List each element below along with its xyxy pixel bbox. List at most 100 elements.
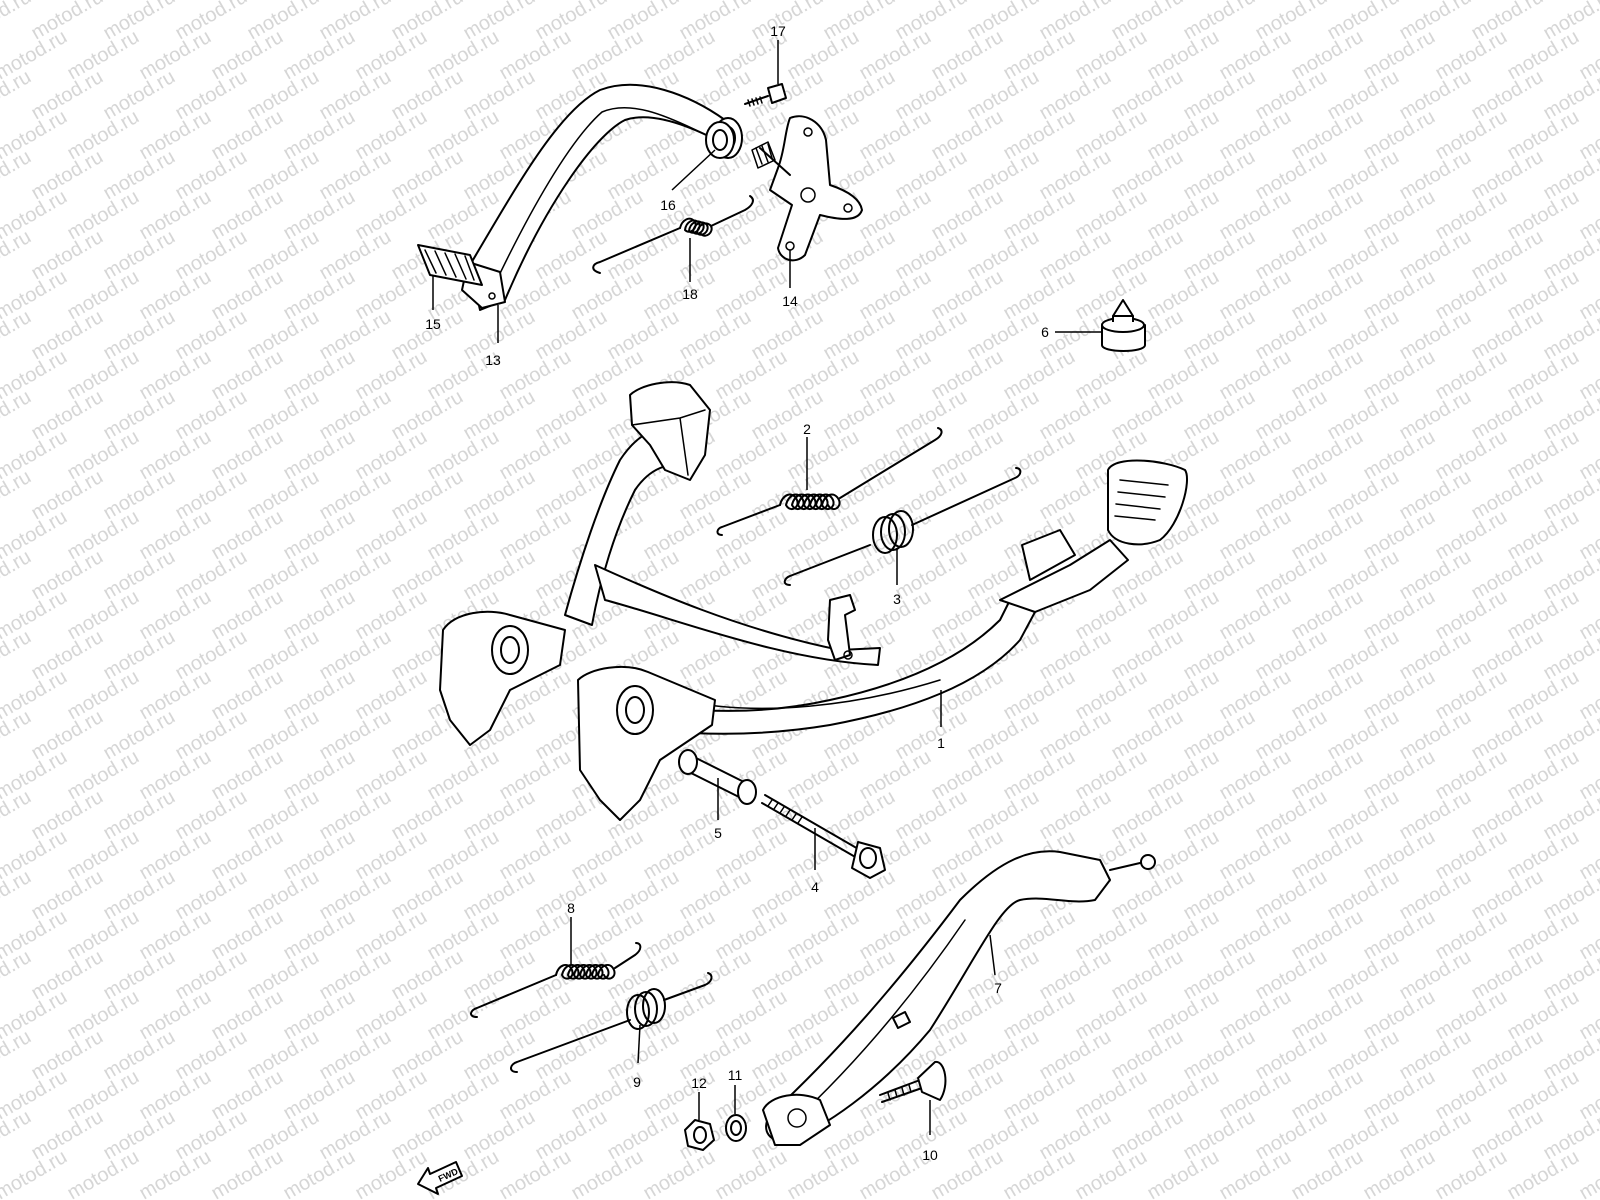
watermark-text: motod.ru <box>100 866 179 925</box>
watermark-text: motod.ru <box>136 186 215 245</box>
bolt-17 <box>744 83 787 107</box>
watermark-text: motod.ru <box>496 346 575 405</box>
watermark-text: motod.ru <box>64 26 143 85</box>
watermark-text: motod.ru <box>856 266 935 325</box>
watermark-text: motod.ru <box>1108 226 1187 285</box>
watermark-text: motod.ru <box>64 266 143 325</box>
watermark-text: motod.ru <box>964 386 1043 445</box>
watermark-text: motod.ru <box>1072 586 1151 645</box>
watermark-text: motod.ru <box>496 746 575 805</box>
watermark-text: motod.ru <box>1288 186 1367 245</box>
watermark-text: motod.ru <box>1468 66 1547 125</box>
watermark-text: motod.ru <box>28 306 107 365</box>
watermark-text: motod.ru <box>316 466 395 525</box>
watermark-text: motod.ru <box>640 506 719 565</box>
callout-label-4: 4 <box>811 879 819 895</box>
watermark-text: motod.ru <box>172 546 251 605</box>
watermark-text: motod.ru <box>1036 706 1115 765</box>
watermark-text: motod.ru <box>28 1106 107 1165</box>
watermark-text: motod.ru <box>388 386 467 445</box>
watermark-text: motod.ru <box>1504 186 1583 245</box>
watermark-text: motod.ru <box>1216 986 1295 1045</box>
watermark-text: motod.ru <box>712 1146 791 1200</box>
watermark-text: motod.ru <box>64 186 143 245</box>
watermark-text: motod.ru <box>1396 946 1475 1005</box>
watermark-text: motod.ru <box>496 1066 575 1125</box>
watermark-text: motod.ru <box>1432 426 1511 485</box>
watermark-text: motod.ru <box>100 306 179 365</box>
watermark-text: motod.ru <box>64 906 143 965</box>
watermark-text: motod.ru <box>388 1026 467 1085</box>
watermark-text: motod.ru <box>136 266 215 325</box>
watermark-text: motod.ru <box>1216 666 1295 725</box>
brake-pedal-assembly <box>417 83 863 311</box>
watermark-text: motod.ru <box>64 426 143 485</box>
watermark-text: motod.ru <box>964 146 1043 205</box>
watermark-text: motod.ru <box>172 626 251 685</box>
watermark-text: motod.ru <box>712 986 791 1045</box>
watermark-text: motod.ru <box>1396 706 1475 765</box>
watermark-text: motod.ru <box>1180 466 1259 525</box>
watermark-text: motod.ru <box>1324 786 1403 845</box>
watermark-text: motod.ru <box>784 746 863 805</box>
watermark-text: motod.ru <box>64 346 143 405</box>
watermark-text: motod.ru <box>64 746 143 805</box>
watermark-text: motod.ru <box>1432 586 1511 645</box>
watermark-text: motod.ru <box>280 506 359 565</box>
watermark-text: motod.ru <box>172 946 251 1005</box>
watermark-text: motod.ru <box>1144 26 1223 85</box>
watermark-text: motod.ru <box>1396 306 1475 365</box>
watermark-text: motod.ru <box>1180 306 1259 365</box>
watermark-text: motod.ru <box>964 706 1043 765</box>
watermark-text: motod.ru <box>532 226 611 285</box>
watermark-text: motod.ru <box>1324 706 1403 765</box>
watermark-text: motod.ru <box>1216 26 1295 85</box>
watermark-text: motod.ru <box>352 986 431 1045</box>
watermark-text: motod.ru <box>316 1026 395 1085</box>
watermark-text: motod.ru <box>1000 746 1079 805</box>
watermark-text: motod.ru <box>640 266 719 325</box>
watermark-text: motod.ru <box>856 26 935 85</box>
watermark-text: motod.ru <box>1180 146 1259 205</box>
watermark-text: motod.ru <box>1036 626 1115 685</box>
watermark-text: motod.ru <box>1108 1106 1187 1165</box>
watermark-text: motod.ru <box>208 26 287 85</box>
watermark-text: motod.ru <box>1108 66 1187 125</box>
watermark-text: motod.ru <box>1216 826 1295 885</box>
watermark-text: motod.ru <box>388 866 467 925</box>
watermark-text: motod.ru <box>928 1146 1007 1200</box>
watermark-text: motod.ru <box>1108 786 1187 845</box>
watermark-text: motod.ru <box>892 66 971 125</box>
watermark-text: motod.ru <box>424 426 503 485</box>
watermark-text: motod.ru <box>1432 106 1511 165</box>
watermark-text: motod.ru <box>1324 546 1403 605</box>
watermark-text: motod.ru <box>460 786 539 845</box>
watermark-text: motod.ru <box>424 106 503 165</box>
watermark-text: motod.ru <box>1180 1106 1259 1165</box>
watermark-text: motod.ru <box>1216 746 1295 805</box>
watermark-text: motod.ru <box>280 986 359 1045</box>
watermark-text: motod.ru <box>1504 586 1583 645</box>
watermark-text: motod.ru <box>784 586 863 645</box>
callout-label-12: 12 <box>691 1075 707 1091</box>
watermark-text: motod.ru <box>280 586 359 645</box>
watermark-text: motod.ru <box>1432 986 1511 1045</box>
watermark-text: motod.ru <box>640 826 719 885</box>
watermark-text: motod.ru <box>1324 386 1403 445</box>
watermark-text: motod.ru <box>1072 746 1151 805</box>
watermark-text: motod.ru <box>1252 1026 1331 1085</box>
watermark-text: motod.ru <box>532 306 611 365</box>
watermark-text: motod.ru <box>172 146 251 205</box>
watermark-text: motod.ru <box>352 746 431 805</box>
watermark-text: motod.ru <box>676 946 755 1005</box>
watermark-text: motod.ru <box>1288 26 1367 85</box>
watermark-text: motod.ru <box>856 746 935 805</box>
watermark-text: motod.ru <box>1180 626 1259 685</box>
watermark-text: motod.ru <box>64 826 143 885</box>
watermark-text: motod.ru <box>100 226 179 285</box>
watermark-text: motod.ru <box>676 226 755 285</box>
watermark-text: motod.ru <box>460 466 539 525</box>
watermark-text: motod.ru <box>136 826 215 885</box>
watermark-text: motod.ru <box>352 426 431 485</box>
watermark-text: motod.ru <box>1468 226 1547 285</box>
